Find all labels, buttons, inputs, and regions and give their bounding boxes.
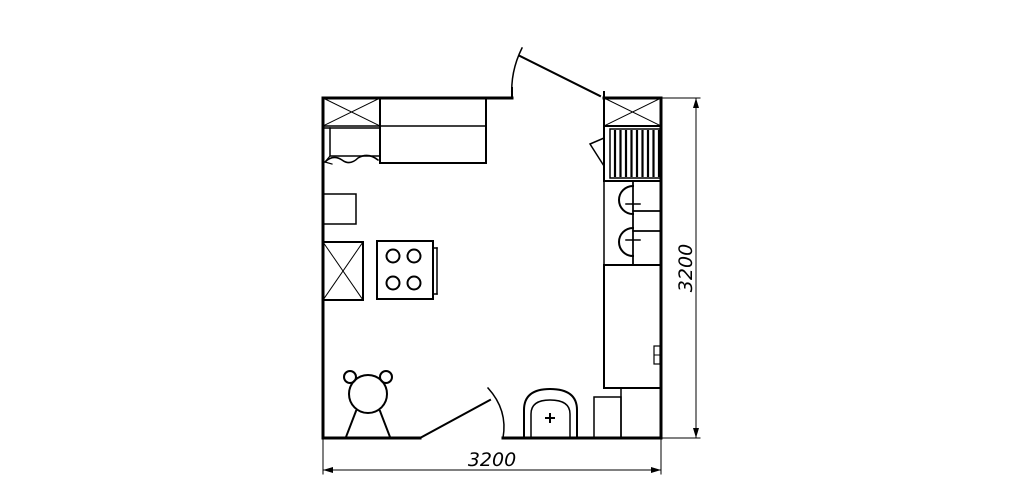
top-right-upper-cabinet (603, 97, 662, 127)
burner (406, 248, 422, 264)
left-wall-shelf (322, 193, 357, 225)
burner (406, 275, 422, 291)
left-fridge (322, 241, 364, 301)
washbasin (523, 387, 578, 437)
width-dimension-label: 3200 (468, 449, 516, 471)
bottom-door (418, 386, 505, 440)
top-door (510, 46, 605, 99)
height-dimension-label: 3200 (675, 244, 697, 292)
bottom-right-cabinets (593, 387, 622, 439)
right-wardrobe (603, 264, 662, 389)
right-counter (603, 180, 662, 266)
width-dimension: 3200 (322, 439, 662, 475)
stove (376, 240, 438, 300)
chair (343, 370, 393, 439)
burner (385, 248, 401, 264)
radiator (588, 125, 662, 182)
top-counter (322, 97, 487, 165)
top-left-upper-cabinet (322, 97, 381, 127)
height-dimension: 3200 (662, 97, 701, 439)
burner (385, 275, 401, 291)
